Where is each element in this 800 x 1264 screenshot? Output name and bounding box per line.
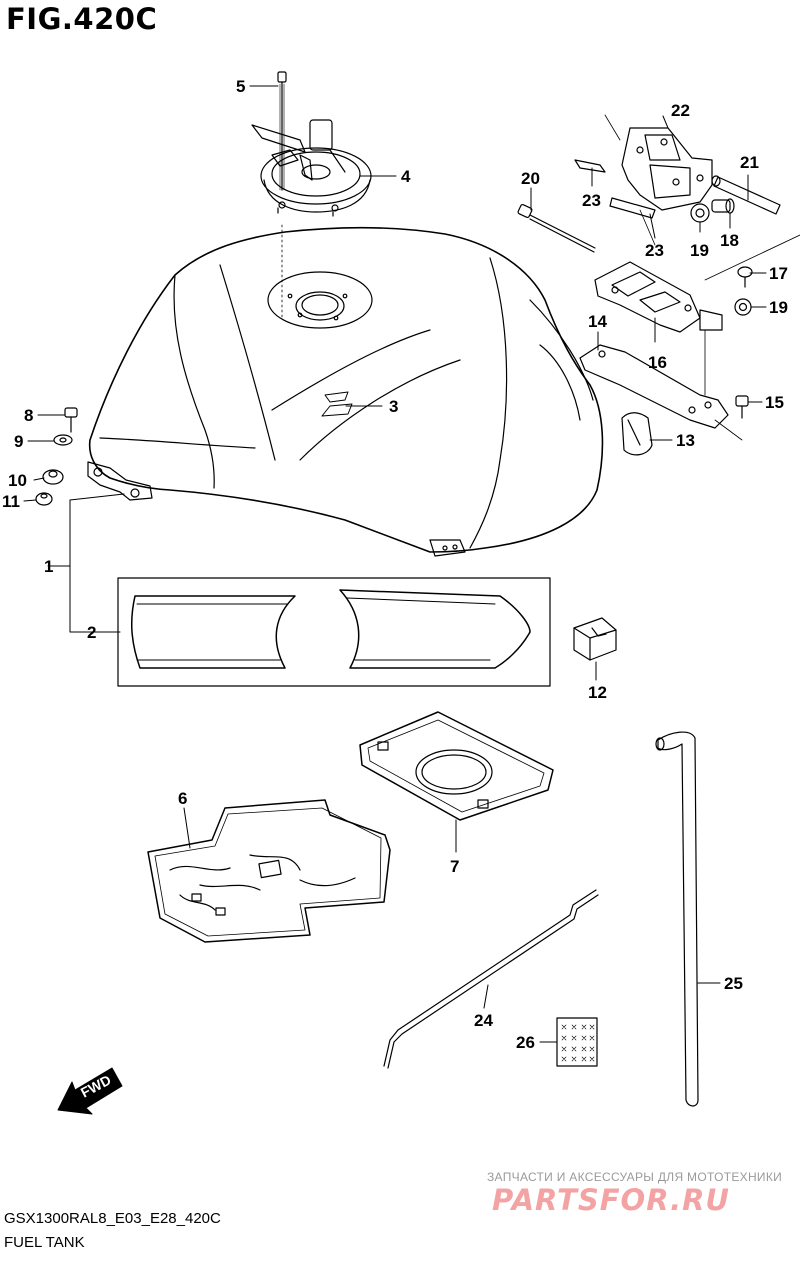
support-rod [383,889,599,1069]
callout-7: 7 [450,857,459,876]
callout-14: 14 [588,312,607,331]
callout-24: 24 [474,1011,493,1030]
lower-bracket [579,329,729,429]
left-fasteners [35,407,78,506]
diagram-code: GSX1300RAL8_E03_E28_420C [4,1210,221,1227]
watermark-tagline: ЗАПЧАСТИ И АКСЕССУАРЫ ДЛЯ МОТОТЕХНИКИ [487,1170,783,1184]
callout-4: 4 [401,167,411,186]
callout-21: 21 [740,153,759,172]
callout-13: 13 [676,431,695,450]
callout-1: 1 [44,557,53,576]
decal-frame [117,577,551,687]
watermark-logo: PARTSFOR.RU [492,1183,730,1217]
figure-title: FIG.420C [6,2,158,36]
callout-12: 12 [588,683,607,702]
pin [711,175,781,215]
callout-labels: 1 2 3 4 5 6 7 8 9 10 11 12 13 14 15 16 1… [2,77,788,1052]
drain-hose [655,731,699,1107]
callout-15: 15 [765,393,784,412]
callout-6: 6 [178,789,187,808]
callout-23b: 23 [645,241,664,260]
long-bolt [517,203,596,253]
small-bolt-and-nut [734,266,753,316]
callout-5: 5 [236,77,245,96]
callout-10: 10 [8,471,27,490]
callout-23a: 23 [582,191,601,210]
callout-17: 17 [769,264,788,283]
callout-3: 3 [389,397,398,416]
fuel-tank [87,226,604,557]
fwd-arrow-icon [57,1067,123,1115]
rear-bracket-assembly [574,114,713,246]
bolt-15 [714,395,749,441]
gasket-plate [359,711,554,821]
diagram-caption: FUEL TANK [4,1234,85,1251]
callout-19b: 19 [769,298,788,317]
callout-9: 9 [14,432,23,451]
callout-25: 25 [724,974,743,993]
callout-2: 2 [87,623,96,642]
callout-8: 8 [24,406,33,425]
callout-18: 18 [720,231,739,250]
callout-22: 22 [671,101,690,120]
callout-11: 11 [2,492,20,511]
callout-16: 16 [648,353,667,372]
tank-mat [147,799,391,943]
tank-bracket [594,234,800,333]
callout-20: 20 [521,169,540,188]
adhesive-tape [556,1017,598,1067]
rubber-block [573,617,617,661]
callout-19a: 19 [690,241,709,260]
cushion [621,412,653,456]
leader-lines [23,85,767,1043]
fuel-cap-assembly [251,119,372,217]
callout-26: 26 [516,1033,535,1052]
tank-decal [130,589,531,669]
cap-bolt [277,71,287,321]
